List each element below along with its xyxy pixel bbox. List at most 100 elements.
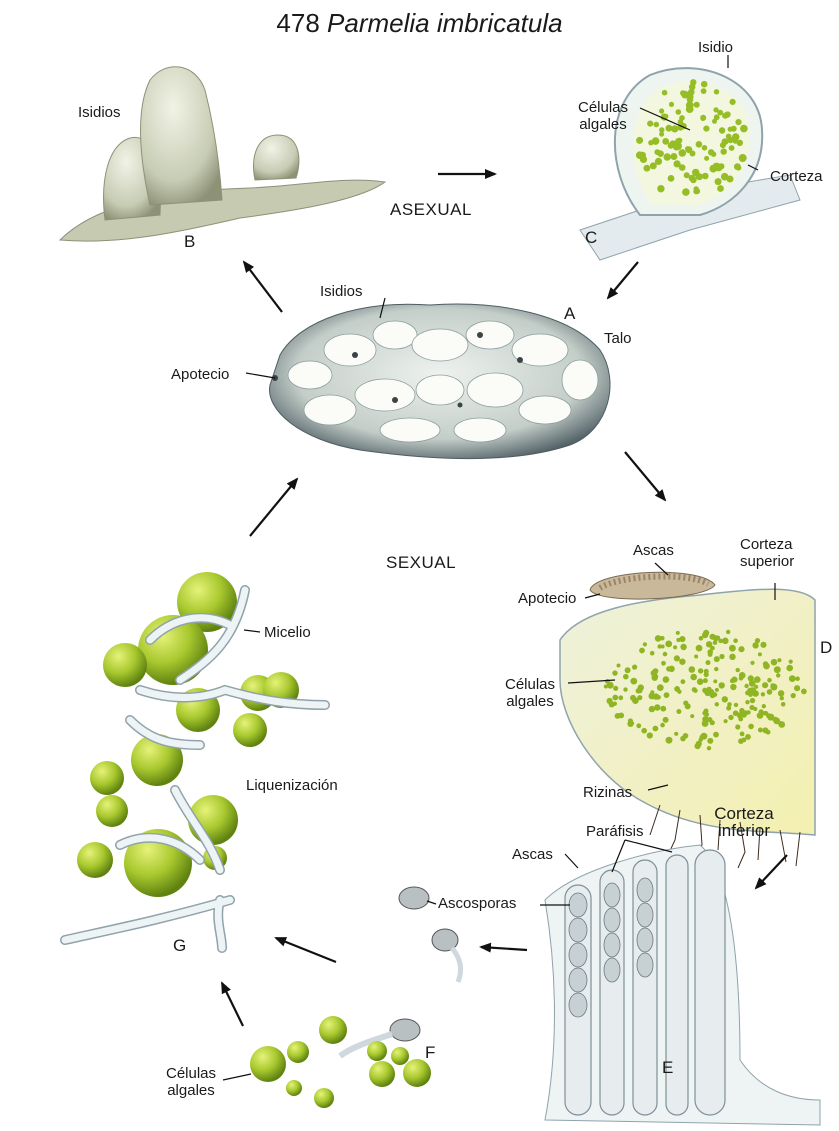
algal-cell-dot: [647, 732, 653, 738]
algal-cell-dot: [738, 738, 744, 744]
label-f-ascosporas: Ascosporas: [438, 895, 516, 912]
letter-d: D: [820, 638, 832, 658]
algal-cell-dot: [780, 696, 784, 700]
algal-cell-dot: [604, 685, 608, 689]
algal-cell-dot: [644, 165, 651, 172]
label-f-celulas: Células algales: [158, 1065, 224, 1099]
algal-cell-dot: [660, 723, 665, 728]
letter-g: G: [173, 936, 186, 956]
label-d-rizinas: Rizinas: [583, 784, 632, 801]
algal-cell-dot: [786, 665, 793, 672]
algal-cell-dot: [657, 185, 664, 192]
label-c-celulas-line2: algales: [568, 116, 638, 133]
algal-cell-dot: [655, 158, 662, 165]
algal-cell-dot: [771, 683, 775, 687]
algal-cell-dot: [617, 664, 621, 668]
algal-cell-dot: [615, 713, 621, 719]
label-d-celulas-line2: algales: [496, 693, 564, 710]
algal-cell-dot: [729, 654, 735, 660]
label-a-isidios: Isidios: [320, 283, 363, 300]
label-d-corteza-inferior-line2: inferior: [704, 822, 784, 839]
letter-b: B: [184, 232, 195, 252]
algal-cell-dot: [666, 125, 673, 132]
algal-cell-dot: [777, 658, 781, 662]
algal-cell-dot: [618, 695, 623, 700]
algal-cell-dot: [735, 119, 741, 125]
algal-cell-dot: [744, 684, 748, 688]
algal-cell-dot: [714, 114, 720, 120]
algal-cell-dot: [674, 732, 678, 736]
algal-cell-dot: [781, 702, 786, 707]
algal-cell-dot: [679, 636, 685, 642]
label-e-parafisis: Paráfisis: [586, 823, 644, 840]
algal-cell-dot: [778, 690, 784, 696]
algal-cell-dot: [794, 685, 800, 691]
algal-cell-dot: [735, 724, 740, 729]
algal-cell-dot: [729, 645, 736, 652]
algal-cell-dot: [700, 733, 707, 740]
algal-cell-dot: [637, 695, 642, 700]
algal-cell-dot: [753, 707, 757, 711]
algal-cell-dot: [679, 115, 685, 121]
algal-cell-dot: [721, 148, 727, 154]
algal-cell-dot: [707, 746, 711, 750]
label-a-talo: Talo: [604, 330, 632, 347]
algal-cell-dot: [630, 678, 637, 685]
algal-cell-dot: [664, 692, 670, 698]
algal-cell-dot: [690, 674, 697, 681]
label-e-ascas: Ascas: [512, 846, 553, 863]
algal-cell-dot: [745, 700, 749, 704]
algal-cell-dot: [659, 108, 664, 113]
algal-cell-dot: [695, 743, 701, 749]
algal-cell-dot: [760, 642, 766, 648]
stage-sexual: SEXUAL: [386, 553, 456, 573]
algal-cell-dot: [695, 174, 700, 179]
arrow-c-to-a: [608, 262, 638, 298]
algal-cell-dot: [721, 173, 729, 181]
label-a-apotecio: Apotecio: [171, 366, 229, 383]
label-f-celulas-line2: algales: [158, 1082, 224, 1099]
algal-cell-dot: [714, 656, 720, 662]
thallus-a: [270, 304, 610, 459]
algal-cell-dot: [774, 666, 781, 673]
algal-cell-dot: [625, 667, 631, 673]
algal-cell-dot: [706, 660, 711, 665]
algal-cell-dot: [752, 642, 758, 648]
algal-cell-dot: [715, 178, 722, 185]
algal-cell-dot: [724, 719, 728, 723]
algal-cell-dot: [713, 107, 718, 112]
algal-cell-dot: [609, 702, 615, 708]
algal-cell-dot: [758, 652, 762, 656]
algal-cell-dot: [677, 690, 681, 694]
letter-f: F: [425, 1043, 435, 1063]
algal-cell-dot: [728, 715, 733, 720]
algal-cell-dot: [660, 636, 665, 641]
algal-cell-dot: [703, 126, 709, 132]
algal-cell-dot: [714, 89, 719, 94]
algal-cell-dot: [727, 137, 733, 143]
algal-cell-dot: [750, 698, 755, 703]
algal-cell-dot: [762, 682, 768, 688]
algal-cell-dot: [704, 156, 709, 161]
algal-cell-dot: [730, 99, 736, 105]
label-g-micelio: Micelio: [264, 624, 311, 641]
arrow-g-to-a: [250, 479, 297, 536]
isidia-b: [60, 67, 385, 241]
algal-cell-dot: [757, 712, 764, 719]
algal-cell-dot: [636, 723, 641, 728]
algal-cell-dot: [703, 630, 709, 636]
algal-cell-dot: [733, 638, 738, 643]
algal-cell-dot: [641, 728, 647, 734]
algal-cell-dot: [789, 660, 793, 664]
algal-cell-dot: [676, 631, 680, 635]
letter-a: A: [564, 304, 575, 324]
algal-cell-dot: [719, 127, 725, 133]
algal-cell-dot: [725, 111, 731, 117]
algal-cell-dot: [713, 692, 718, 697]
algal-cell-dot: [650, 651, 655, 656]
algal-cell-dot: [694, 102, 700, 108]
algal-cell-dot: [640, 156, 647, 163]
algal-cell-dot: [657, 150, 664, 157]
algal-cell-dot: [713, 732, 719, 738]
algal-cell-dot: [657, 684, 664, 691]
